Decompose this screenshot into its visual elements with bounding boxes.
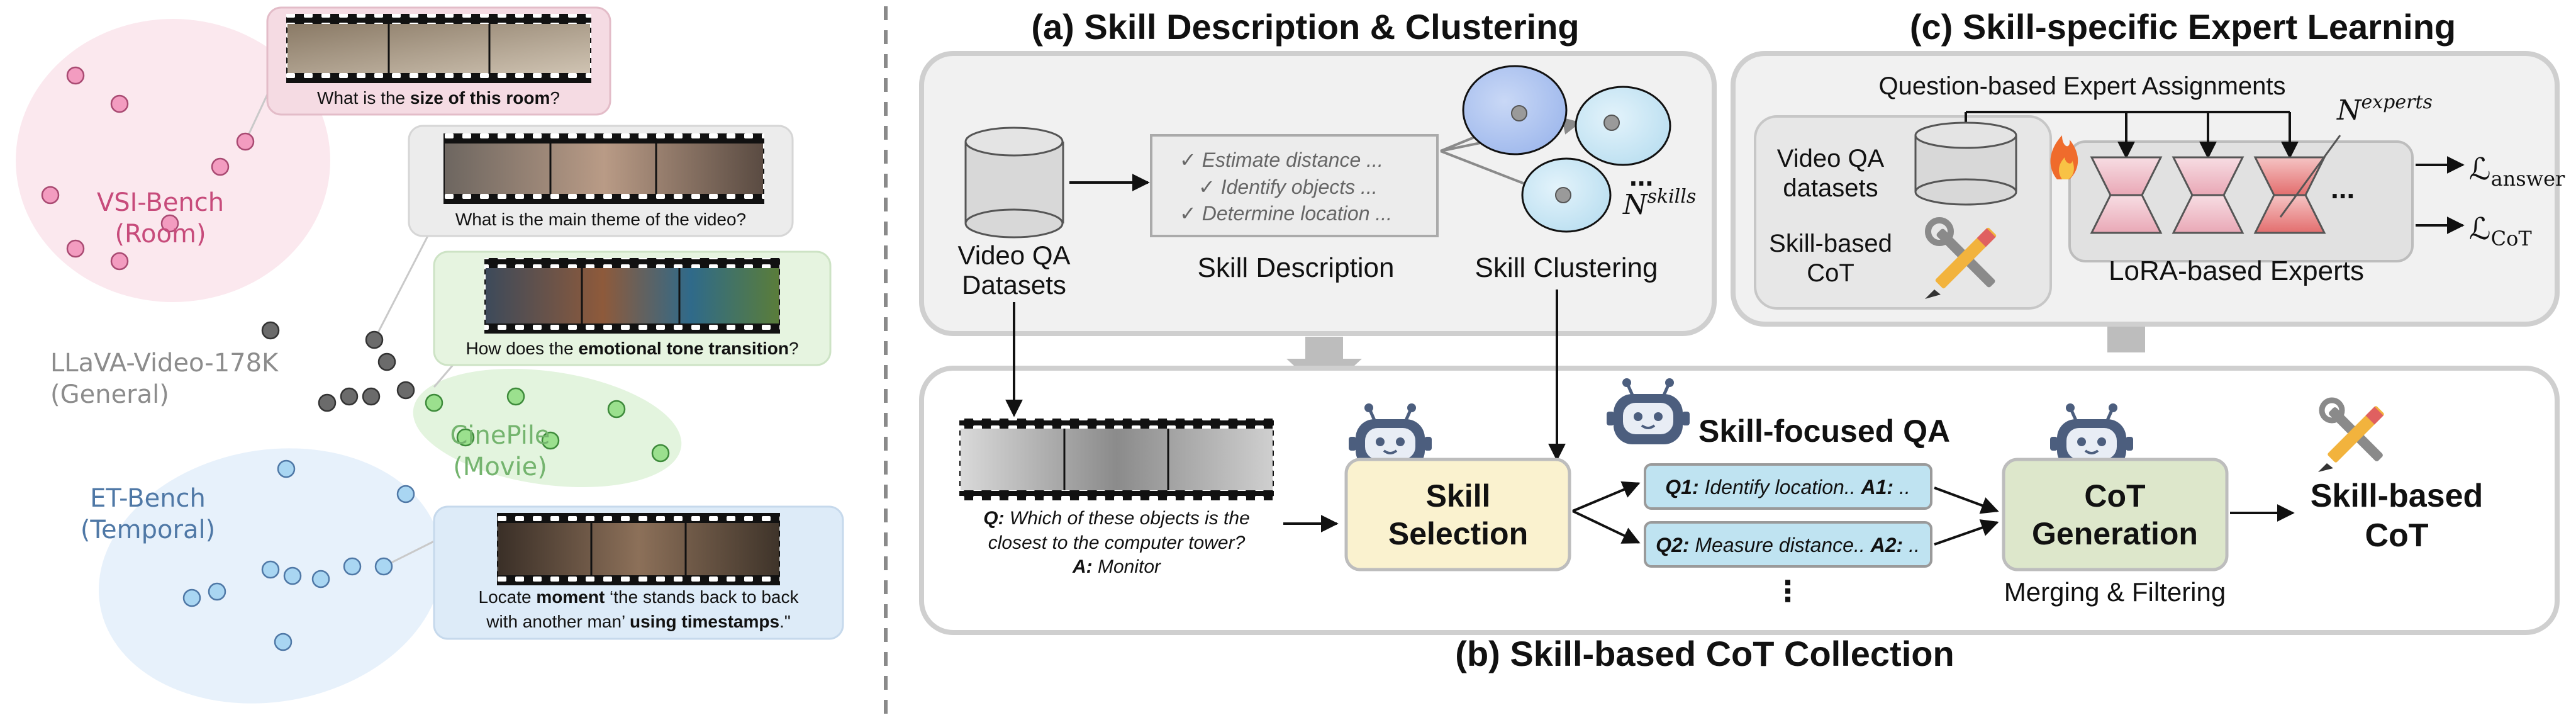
video-qa-datasets-sublabel: Datasets	[962, 270, 1066, 300]
skill-description-label: Skill Description	[1198, 252, 1395, 283]
panel-c-title: (c) Skill-specific Expert Learning	[1910, 7, 2456, 47]
cinepile-points	[425, 387, 670, 463]
expert-assignment-label: Question-based Expert Assignments	[1878, 72, 2285, 100]
robot-icon	[1349, 403, 1432, 470]
loss-answer: ℒanswer	[2469, 152, 2565, 191]
qa-box-2	[1644, 521, 1932, 568]
question-line1: Q: Which of these objects is the	[983, 508, 1250, 529]
llava-video-label: LLaVA-Video-178K	[50, 349, 279, 378]
skill-selection-label: Skill	[1426, 478, 1491, 514]
sample-card-temporal: Locate moment ‘the stands back to back w…	[433, 505, 844, 640]
qa-2-text: Q2: Measure distance.. A2: ..	[1656, 534, 1920, 556]
panel-skill-description-clustering: (a) Skill Description & Clustering Video…	[919, 7, 1717, 336]
skill-selection-sublabel: Selection	[1388, 516, 1528, 551]
qa-1-text: Q1: Identify location.. A1: ..	[1665, 476, 1910, 498]
skill-based-cot-output-sub: CoT	[2365, 517, 2428, 554]
lora-expert-1	[2090, 156, 2163, 234]
panel-a-title: (a) Skill Description & Clustering	[1031, 7, 1579, 47]
vsi-bench-region	[16, 19, 330, 302]
lora-expert-2	[2172, 156, 2244, 234]
et-bench-sublabel: (Temporal)	[81, 515, 215, 544]
et-bench-points	[182, 459, 415, 651]
fire-icon	[2050, 135, 2078, 179]
tools-icon	[1925, 217, 1997, 299]
skill-based-cot-c-sublabel: CoT	[1807, 259, 1854, 287]
vsi-bench-sublabel: (Room)	[114, 220, 206, 249]
sample-question-temporal-line1: Locate moment ‘the stands back to back	[479, 587, 800, 607]
skill-description-box	[1150, 134, 1439, 237]
skill-item-2: ✓ Identify objects ...	[1198, 176, 1378, 198]
connector-line	[433, 364, 454, 388]
database-icon	[964, 127, 1064, 239]
cinepile-region	[413, 368, 682, 488]
video-qa-datasets-c-label: Video QA	[1777, 145, 1885, 172]
dataset-cluster-map: VSI-Bench (Room) LLaVA-Video-178K (Gener…	[16, 6, 844, 704]
robot-icon	[2050, 403, 2133, 470]
qa-vdots: ⋮	[1773, 575, 1802, 607]
skill-item-1: ✓ Estimate distance ...	[1179, 149, 1383, 171]
panel-skill-specific-expert-learning: (c) Skill-specific Expert Learning Quest…	[1731, 7, 2565, 327]
database-icon-small	[1914, 121, 2017, 206]
question-line2: closest to the computer tower?	[988, 532, 1246, 553]
n-experts-label: Nexperts	[2336, 91, 2433, 127]
panel-b-title: (b) Skill-based CoT Collection	[1455, 634, 1954, 673]
skill-cluster-2	[1575, 86, 1671, 166]
robot-icon	[1607, 378, 1690, 444]
qa-box-1	[1644, 463, 1932, 510]
skill-based-cot-c-label: Skill-based	[1769, 230, 1892, 257]
sample-question-room: What is the size of this room?	[317, 88, 560, 108]
flow-arrow-down	[1286, 337, 1362, 393]
sample-question-movie: How does the emotional tone transition?	[466, 339, 798, 358]
skill-clustering-label: Skill Clustering	[1475, 252, 1658, 283]
video-qa-datasets-c-sublabel: datasets	[1783, 174, 1878, 202]
connector-line	[383, 540, 435, 568]
cinepile-sublabel: (Movie)	[453, 453, 547, 481]
et-bench-label: ET-Bench	[90, 484, 206, 513]
cot-generation-label: CoT	[2084, 478, 2145, 514]
video-frames	[959, 419, 1274, 500]
lora-expert-3	[2253, 156, 2326, 234]
sample-card-general: What is the main theme of the video?	[408, 125, 794, 237]
sample-card-room: What is the size of this room?	[266, 6, 611, 116]
skill-item-3: ✓ Determine location ...	[1179, 202, 1392, 225]
sample-question-temporal-line2: with another man’ using timestamps."	[486, 612, 791, 631]
llava-video-points	[261, 321, 415, 412]
skill-focused-qa-title: Skill-focused QA	[1698, 413, 1950, 449]
panel-skill-based-cot-collection: (b) Skill-based CoT Collection Q: Which …	[919, 290, 2560, 673]
n-skills-label: Nskills	[1622, 186, 1696, 221]
cot-generation-box	[2002, 458, 2229, 571]
loss-cot: ℒCoT	[2469, 211, 2532, 250]
cinepile-label: CinePile	[450, 421, 550, 450]
vsi-bench-points	[41, 66, 255, 271]
answer-line: A: Monitor	[1072, 556, 1161, 577]
llava-video-sublabel: (General)	[50, 380, 169, 409]
merging-filtering-label: Merging & Filtering	[2004, 577, 2226, 607]
skill-based-cot-output: Skill-based	[2311, 478, 2484, 514]
video-qa-datasets-label: Video QA	[957, 240, 1070, 270]
cluster-ellipsis: ...	[1629, 159, 1653, 192]
skill-selection-box	[1344, 458, 1571, 571]
vsi-bench-label: VSI-Bench	[97, 188, 224, 217]
cot-generation-sublabel: Generation	[2032, 516, 2198, 551]
lora-experts-label: LoRA-based Experts	[2109, 256, 2364, 286]
expert-ellipsis: ...	[2331, 172, 2355, 205]
sample-question-general: What is the main theme of the video?	[455, 210, 746, 229]
sample-card-movie: How does the emotional tone transition?	[433, 250, 832, 366]
connector-line	[373, 235, 429, 340]
tools-icon	[2318, 397, 2384, 472]
